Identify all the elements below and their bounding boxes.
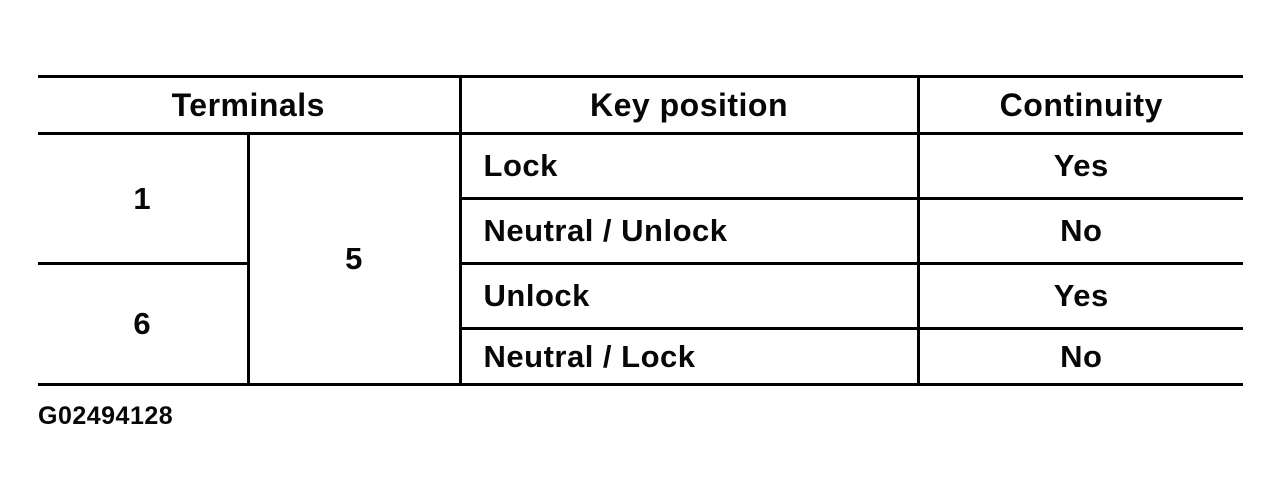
cell-key-position: Neutral / Unlock [458,197,920,265]
header-key-position: Key position [458,75,920,135]
cell-continuity: No [916,197,1244,265]
table-row: Neutral / Lock No [38,327,1244,386]
header-terminals: Terminals [38,75,462,135]
cell-continuity: No [916,327,1244,386]
cell-continuity: Yes [916,132,1244,200]
cell-terminal-6: 6 [38,262,250,386]
cell-terminal-1: 1 [38,132,250,265]
continuity-table: Terminals Key position Continuity 1 5 Lo… [38,75,1244,386]
header-continuity: Continuity [916,75,1244,135]
cell-key-position: Unlock [458,262,920,330]
table-row: Neutral / Unlock No [38,197,1244,265]
header-row: Terminals Key position Continuity [38,75,1244,135]
table-row: 6 Unlock Yes [38,262,1244,386]
cell-terminal-5: 5 [246,132,462,386]
cell-key-position: Neutral / Lock [458,327,920,386]
table-row: 1 5 Lock Yes [38,132,1244,386]
cell-continuity: Yes [916,262,1244,330]
cell-key-position: Lock [458,132,920,200]
figure-id: G02494128 [38,402,174,430]
